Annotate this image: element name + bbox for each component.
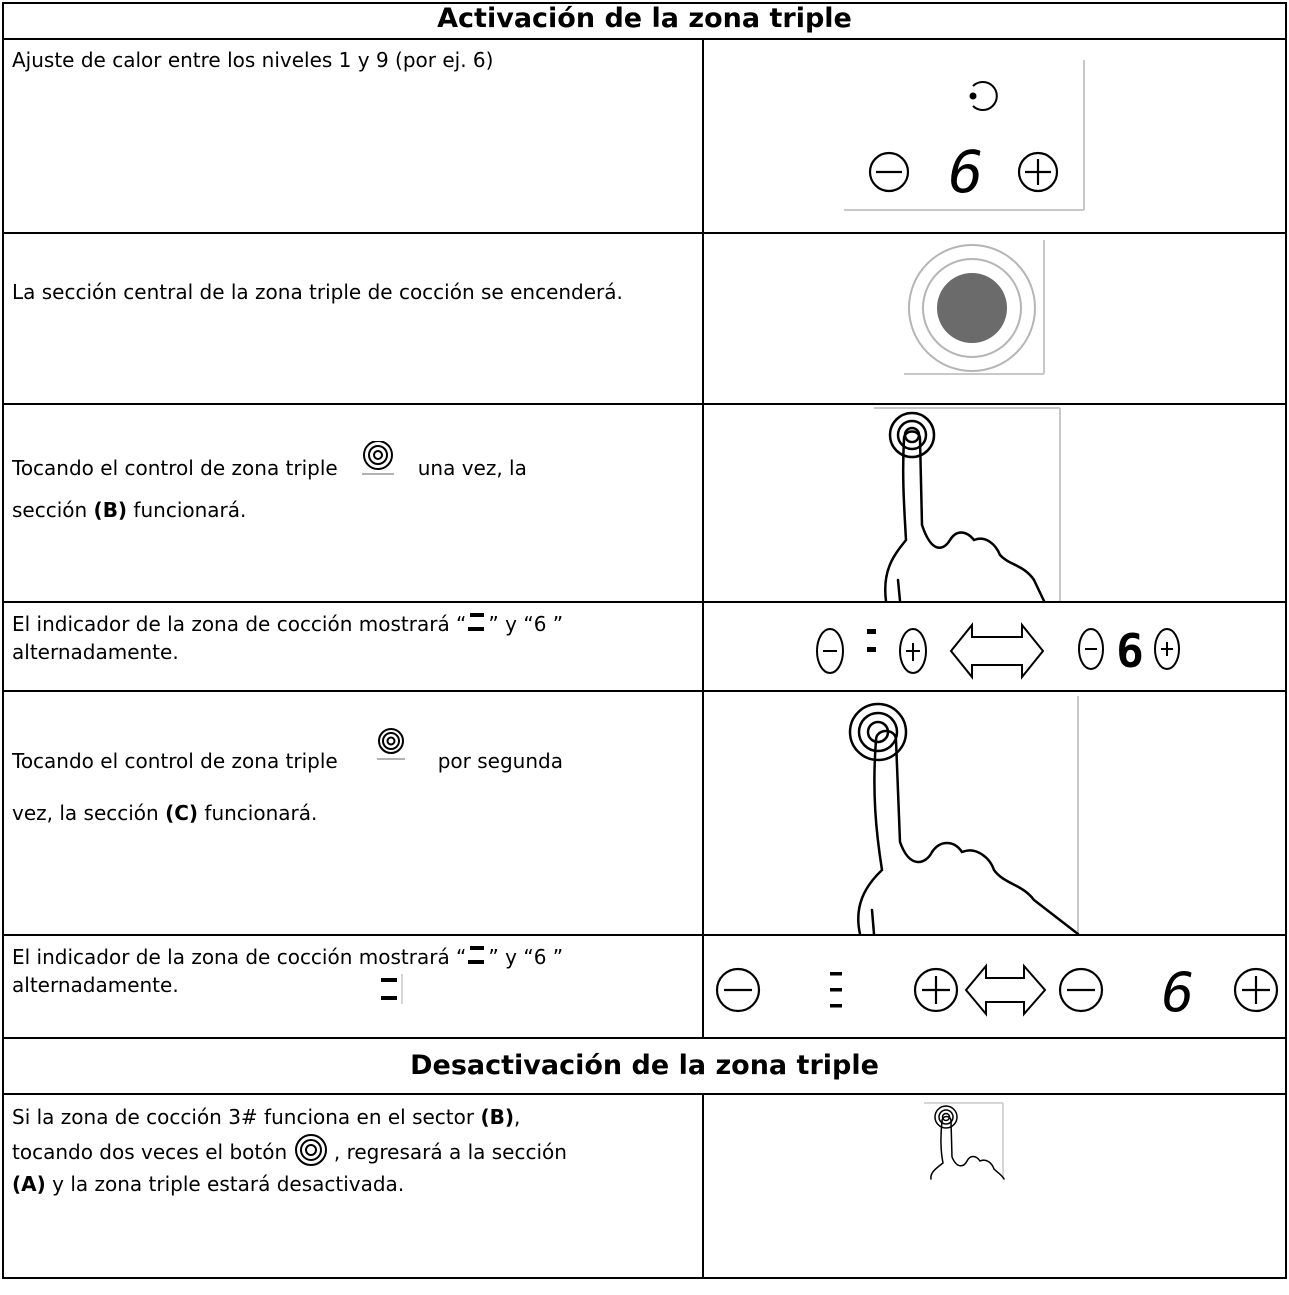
minus-icon: [715, 967, 761, 1013]
touch-once-text-d: funcionará.: [127, 498, 247, 522]
indicator-c-text-c: alternadamente.: [12, 973, 179, 997]
segment-c-display: [830, 972, 842, 1008]
minus-icon: [1078, 628, 1104, 670]
row-touch-twice-figure: [701, 690, 1288, 936]
finger-touch-icon: [883, 430, 1046, 603]
row-center-zone-figure: [701, 232, 1288, 405]
double-arrow-icon: [964, 963, 1047, 1017]
center-zone-text: La sección central de la zona triple de …: [12, 280, 623, 304]
touch-twice-text-c: vez, la sección: [12, 801, 166, 825]
center-zone-figure: [904, 240, 1045, 375]
indicator-c-figure: 6: [715, 961, 1279, 1024]
row-deactivate-text: Si la zona de cocción 3# funciona en el …: [2, 1093, 704, 1279]
row-touch-once-text: Tocando el control de zona triple una vez…: [2, 403, 704, 603]
finger-touch-icon: [857, 729, 1080, 936]
row-center-zone-text: La sección central de la zona triple de …: [2, 232, 704, 405]
minus-icon: [816, 628, 844, 674]
plus-icon: [899, 628, 927, 674]
section-c-label: (C): [165, 801, 199, 825]
deactivate-text-e: y la zona triple estará desactivada.: [45, 1172, 405, 1196]
touch-twice-text-d: funcionará.: [198, 801, 318, 825]
touch-twice-text-a: Tocando el control de zona triple: [12, 749, 338, 773]
touch-once-text-a: Tocando el control de zona triple: [12, 456, 338, 480]
touch-twice-text-b: por segunda: [437, 749, 563, 773]
indicator-b-text-c: alternadamente.: [12, 640, 179, 664]
row-deactivate-figure: [701, 1093, 1288, 1279]
touch-once-text-c: sección: [12, 498, 94, 522]
section-title-deactivate: Desactivación de la zona triple: [1, 1037, 1288, 1095]
segment-c-icon-lower: [380, 974, 403, 1004]
row-indicator-b-text: El indicador de la zona de cocción mostr…: [2, 601, 704, 692]
minus-icon: [868, 151, 910, 193]
indicator-b-text-a: El indicador de la zona de cocción mostr…: [12, 612, 467, 636]
section-a-label: (A): [12, 1172, 46, 1196]
row-heat-level-text: Ajuste de calor entre los niveles 1 y 9 …: [2, 38, 704, 234]
row-indicator-b-figure: 6: [701, 601, 1288, 692]
deactivate-text-a: Si la zona de cocción 3# funciona en el …: [12, 1105, 481, 1129]
indicator-b-figure: 6: [816, 622, 1180, 680]
indicator-b-text-b: ” y “6 ”: [488, 612, 564, 636]
triple-zone-icon: [294, 1134, 327, 1166]
triple-zone-icon: [888, 411, 936, 459]
segment-b-display: [867, 629, 876, 652]
level-digit: 6: [1116, 624, 1144, 678]
minus-icon: [1058, 967, 1104, 1013]
level-digit: 6: [1162, 961, 1195, 1024]
section-b-label: (B): [93, 498, 128, 522]
row-touch-once-figure: [701, 403, 1288, 603]
deactivate-text-d: , regresará a la sección: [333, 1140, 567, 1164]
power-icon: [969, 81, 998, 111]
plus-icon: [913, 967, 959, 1013]
deactivate-text-b: ,: [514, 1105, 521, 1129]
plus-icon: [1017, 151, 1059, 193]
segment-b-icon: [468, 613, 485, 631]
level-digit: 6: [949, 138, 984, 206]
row-heat-level-figure: 6: [701, 38, 1288, 234]
double-arrow-icon: [949, 622, 1045, 680]
indicator-c-text-b: ” y “6 ”: [488, 945, 564, 969]
triple-zone-lit-icon: [908, 244, 1036, 372]
section-b-label: (B): [480, 1105, 514, 1129]
triple-zone-icon: [376, 728, 405, 760]
indicator-c-text-a: El indicador de la zona de cocción mostr…: [12, 945, 467, 969]
section-title-activate: Activación de la zona triple: [1, 2, 1288, 40]
row-indicator-c-figure: 6: [701, 934, 1288, 1039]
segment-c-icon: [468, 946, 485, 964]
row-touch-twice-text: Tocando el control de zona triple por seg…: [2, 690, 704, 936]
deactivate-figure: [924, 1102, 1005, 1180]
finger-touch-icon: [930, 1115, 1005, 1180]
deactivate-text-c: tocando dos veces el botón: [12, 1140, 288, 1164]
touch-twice-figure: [848, 696, 1080, 936]
touch-once-text-b: una vez, la: [417, 456, 527, 480]
plus-icon: [1233, 967, 1279, 1013]
triple-zone-icon: [361, 441, 394, 475]
plus-icon: [1154, 628, 1180, 670]
heat-level-text: Ajuste de calor entre los niveles 1 y 9 …: [12, 48, 494, 72]
row-indicator-c-text: El indicador de la zona de cocción mostr…: [2, 934, 704, 1039]
heat-level-figure: 6: [844, 60, 1085, 211]
touch-once-figure: [874, 407, 1061, 603]
